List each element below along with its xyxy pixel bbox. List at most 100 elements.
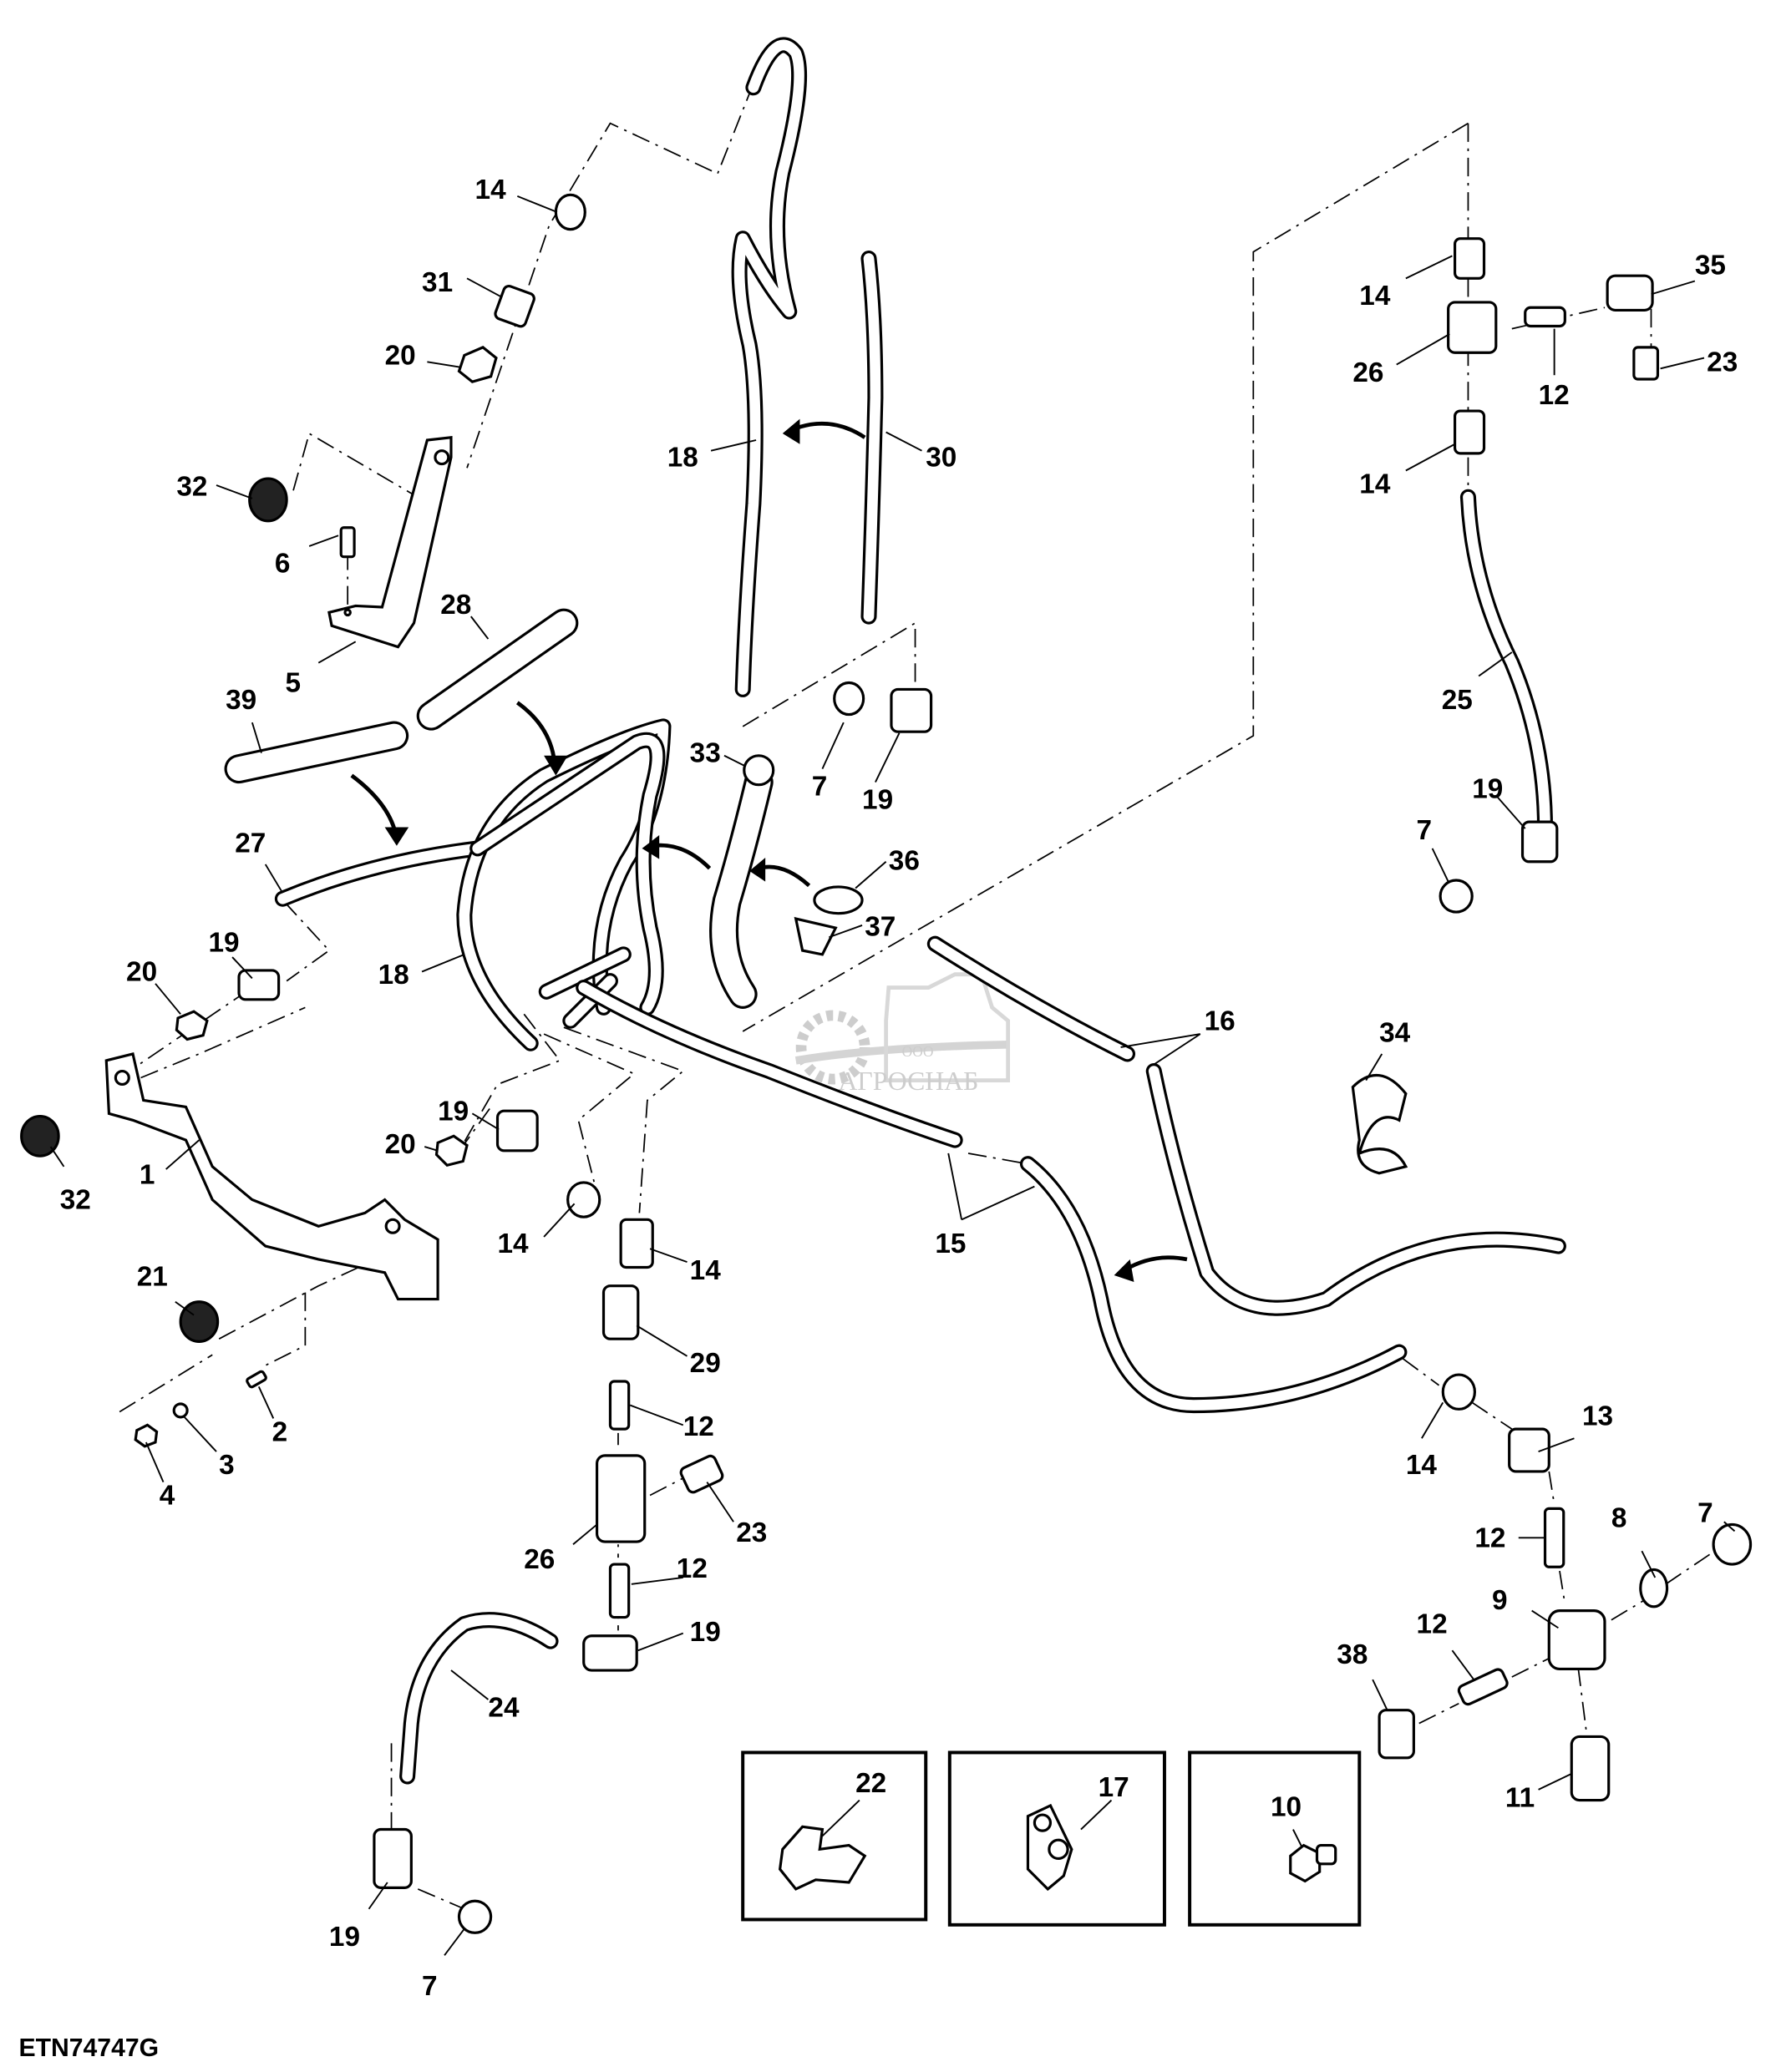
callout-7: 7 <box>1417 815 1433 846</box>
callout-7: 7 <box>1697 1497 1713 1528</box>
washer-3 <box>172 1402 189 1419</box>
callout-16: 16 <box>1205 1006 1236 1036</box>
nut-20 <box>175 1010 209 1041</box>
callout-20: 20 <box>385 341 416 372</box>
tube-15 <box>576 980 1408 1414</box>
elbow-19 <box>890 687 933 733</box>
plug-7 <box>1712 1522 1753 1566</box>
callout-12: 12 <box>1539 380 1570 411</box>
tee-26 <box>595 1454 647 1543</box>
elbow-35 <box>1606 274 1654 312</box>
callout-3: 3 <box>219 1450 235 1481</box>
clip-8 <box>1639 1568 1669 1608</box>
callout-19: 19 <box>438 1096 469 1127</box>
callout-12: 12 <box>683 1411 714 1442</box>
assembly-line <box>649 1477 684 1497</box>
callout-14: 14 <box>1359 469 1391 499</box>
fitting-14 <box>554 193 586 231</box>
connector-12 <box>1524 306 1566 328</box>
callout-38: 38 <box>1337 1639 1368 1670</box>
clamp-36 <box>813 885 864 915</box>
callout-1: 1 <box>140 1159 155 1190</box>
fitting-21 <box>179 1300 220 1343</box>
callout-19: 19 <box>208 928 239 959</box>
callout-10: 10 <box>1271 1792 1302 1823</box>
fitting-14 <box>566 1181 601 1218</box>
assembly-line <box>1403 1358 1440 1386</box>
callout-14: 14 <box>498 1229 530 1259</box>
assembly-line <box>543 1033 636 1193</box>
callout-20: 20 <box>385 1129 416 1160</box>
assembly-line <box>417 1888 465 1910</box>
callout-34: 34 <box>1379 1018 1411 1049</box>
bracket-1 <box>104 1051 439 1301</box>
nut-4 <box>134 1423 159 1448</box>
callout-20: 20 <box>126 957 157 988</box>
assembly-line <box>292 432 426 518</box>
watermark-prefix: ООО <box>902 1043 934 1060</box>
callout-6: 6 <box>275 549 291 580</box>
tube-30 <box>860 251 884 625</box>
hose-28 <box>416 608 579 731</box>
inset-part-17 <box>947 1750 1166 1927</box>
callout-19: 19 <box>690 1617 721 1648</box>
bolt-6 <box>339 526 356 559</box>
callout-19: 19 <box>329 1922 360 1953</box>
arrow-icon <box>350 773 398 833</box>
nut-20 <box>457 346 498 383</box>
fitting-13 <box>1508 1427 1550 1473</box>
stud-2 <box>246 1370 267 1389</box>
arrow-icon <box>788 421 866 439</box>
elbow-19 <box>495 1109 539 1153</box>
callout-33: 33 <box>690 738 721 769</box>
tube-24 <box>399 1612 559 1785</box>
callout-35: 35 <box>1695 251 1726 281</box>
callout-32: 32 <box>60 1185 91 1216</box>
tube-27 <box>274 840 486 907</box>
callout-17: 17 <box>1099 1772 1129 1803</box>
callout-7: 7 <box>422 1971 438 2002</box>
callout-27: 27 <box>235 828 266 859</box>
arrow-icon <box>652 843 712 870</box>
callout-22: 22 <box>855 1768 886 1799</box>
arrow-head-icon <box>544 755 568 776</box>
fitting-14 <box>1453 409 1486 455</box>
fitting-14 <box>1453 237 1486 280</box>
callout-19: 19 <box>1472 774 1503 805</box>
cross-9 <box>1547 1609 1606 1671</box>
tee-26 <box>1447 301 1498 354</box>
callout-21: 21 <box>137 1262 168 1293</box>
callout-14: 14 <box>1406 1450 1438 1481</box>
callout-31: 31 <box>422 267 453 298</box>
assembly-line <box>457 1013 561 1154</box>
callout-4: 4 <box>160 1481 175 1512</box>
inset-part-10 <box>1188 1750 1362 1927</box>
clip-34 <box>1351 1074 1408 1175</box>
callout-11: 11 <box>1505 1783 1535 1814</box>
callout-36: 36 <box>889 845 920 876</box>
callout-8: 8 <box>1611 1503 1627 1534</box>
fitting-23 <box>1632 346 1660 381</box>
plug-7 <box>833 681 865 717</box>
callout-13: 13 <box>1582 1401 1613 1431</box>
routing-arrows <box>350 418 1188 1282</box>
connector-12 <box>608 1380 631 1431</box>
callout-2: 2 <box>272 1416 288 1447</box>
hose-33 <box>709 754 775 1009</box>
tube-18-lower <box>456 718 672 1051</box>
elbow-19 <box>1520 820 1559 864</box>
fitting-29 <box>601 1284 640 1340</box>
inset-part-22 <box>741 1750 928 1922</box>
plug-7 <box>457 1899 493 1934</box>
elbow-38 <box>1378 1709 1415 1760</box>
watermark-logo: ООО АГРОСНАБ <box>794 972 1011 1096</box>
assembly-line <box>563 1026 685 1213</box>
clip-37 <box>794 916 838 956</box>
figure-id: ETN74747G <box>19 2034 160 2062</box>
nut-20 <box>434 1134 469 1168</box>
callout-23: 23 <box>1707 347 1738 377</box>
callout-5: 5 <box>286 668 302 699</box>
tube-16 <box>926 935 1566 1316</box>
fitting-32 <box>248 477 288 523</box>
arrow-head-icon <box>749 858 766 882</box>
